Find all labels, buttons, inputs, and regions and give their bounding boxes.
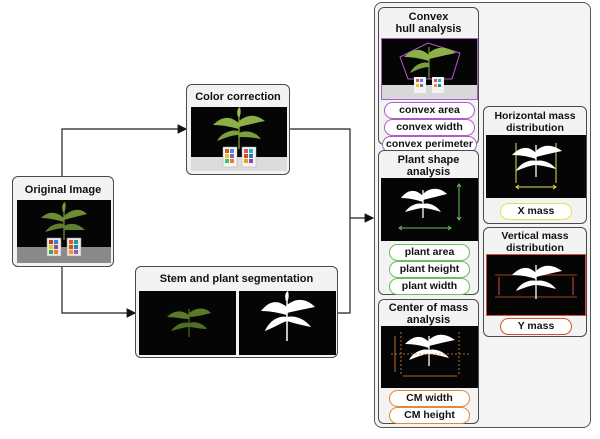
convex-hull-title-line2: hull analysis <box>395 23 462 35</box>
center-of-mass-card: Center of mass analysis CM width CM heig… <box>378 299 479 424</box>
original-image-title: Original Image <box>24 184 102 196</box>
stem-segmentation-image <box>139 291 236 355</box>
center-of-mass-title-line1: Center of mass <box>388 302 469 314</box>
metric-cm-height: CM height <box>389 407 470 424</box>
metric-cm-width: CM width <box>389 390 470 407</box>
color-correction-card: Color correction <box>186 84 290 175</box>
convex-hull-title: Convex hull analysis <box>379 11 478 35</box>
plant-shape-title: Plant shape analysis <box>379 154 478 178</box>
horizontal-mass-card: Horizontal mass distribution analysis X … <box>483 106 587 224</box>
arrow-color-to-analysis <box>290 128 351 218</box>
plant-photo-icon <box>17 200 111 263</box>
original-image-card: Original Image <box>12 176 114 267</box>
center-of-mass-title-line2: analysis <box>406 314 451 326</box>
segmentation-title: Stem and plant segmentation <box>159 273 314 285</box>
plant-shape-title-line2: analysis <box>406 166 451 178</box>
color-checker-icon <box>46 237 82 257</box>
plant-silhouette-icon <box>239 291 336 355</box>
arrow-original-to-color <box>61 124 188 176</box>
metric-convex-perimeter: convex perimeter <box>382 136 477 153</box>
vertical-mass-title-line1: Vertical mass <box>501 230 569 242</box>
convex-hull-title-line1: Convex <box>408 11 449 23</box>
segmentation-card: Stem and plant segmentation <box>135 266 338 358</box>
center-of-mass-image <box>381 326 478 388</box>
metric-x-mass: X mass <box>500 203 572 220</box>
metric-convex-area: convex area <box>384 102 475 119</box>
color-correction-title: Color correction <box>195 91 281 103</box>
arrow-original-to-segmentation <box>61 267 137 318</box>
metric-convex-width: convex width <box>384 119 475 136</box>
metric-plant-width: plant width <box>389 278 470 295</box>
plant-shape-image <box>381 178 478 241</box>
vertical-mass-card: Vertical mass distribution analysis Y ma… <box>483 227 587 337</box>
metric-plant-height: plant height <box>389 261 470 278</box>
arrow-segmentation-to-analysis <box>338 218 351 314</box>
horizontal-mass-title-line1: Horizontal mass <box>494 110 576 122</box>
plant-shape-title-line1: Plant shape <box>397 154 460 166</box>
convex-hull-card: Convex hull analysis convex area convex … <box>378 7 479 153</box>
color-checker-icon <box>222 146 257 168</box>
vertical-mass-image <box>486 254 586 316</box>
plant-shape-card: Plant shape analysis plant area plant he… <box>378 150 479 295</box>
metric-y-mass: Y mass <box>500 318 572 335</box>
horizontal-mass-image <box>486 135 586 198</box>
plant-photo-icon <box>191 107 287 171</box>
center-of-mass-title: Center of mass analysis <box>379 302 478 326</box>
convex-hull-image <box>381 38 478 100</box>
metric-plant-area: plant area <box>389 244 470 261</box>
